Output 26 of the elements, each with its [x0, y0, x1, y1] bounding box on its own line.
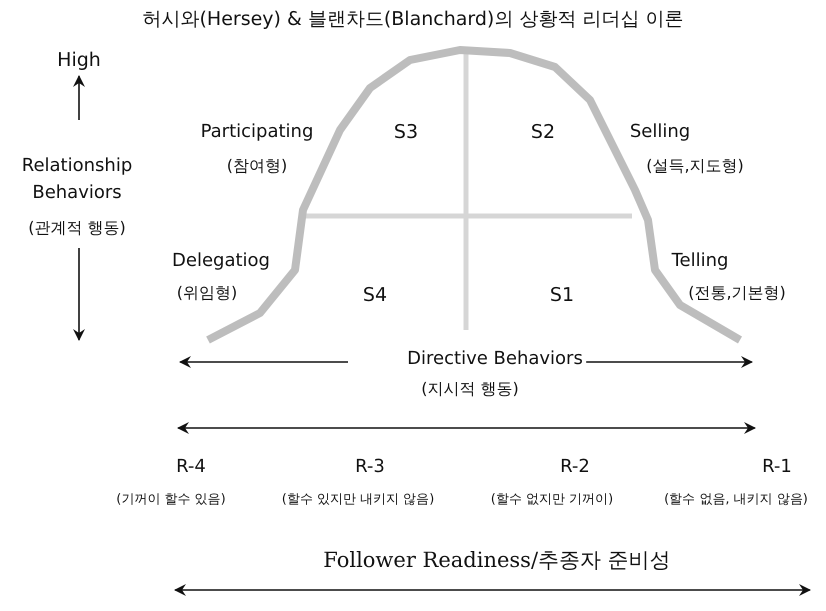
readiness-description: (할수 있지만 내키지 않음): [280, 491, 436, 509]
readiness-description: (기꺼이 할수 있음): [115, 491, 227, 509]
axis-label: (관계적 행동): [27, 217, 127, 239]
readiness-level: R-1: [761, 455, 793, 479]
readiness-description: (할수 없지만 기꺼이): [490, 491, 614, 509]
style-label: Selling: [628, 120, 692, 144]
quadrant-label: S1: [548, 283, 576, 308]
readiness-description: (할수 없음, 내키지 않음): [663, 491, 809, 509]
style-label: (위임형): [176, 282, 238, 304]
readiness-level: R-4: [175, 455, 207, 479]
quadrant-label: S2: [530, 120, 556, 145]
axis-label: Relationship Behaviors: [20, 154, 134, 205]
style-label: Participating: [200, 120, 314, 144]
quadrant-label: S3: [392, 120, 420, 145]
style-label: (설득,지도형): [645, 155, 745, 177]
style-label: (참여형): [226, 155, 288, 177]
title: 허시와(Hersey) & 블랜차드(Blanchard)의 상황적 리더십 이론: [142, 7, 684, 32]
axis-label: High: [56, 48, 102, 73]
axis-label: Follower Readiness/추종자 준비성: [322, 547, 672, 574]
style-label: Delegatiog: [171, 249, 271, 273]
style-label: Telling: [670, 249, 730, 273]
style-label: (전통,기본형): [687, 282, 787, 304]
axis-label: (지시적 행동): [420, 378, 520, 400]
quadrant-label: S4: [362, 283, 388, 308]
readiness-level: R-2: [559, 455, 591, 479]
readiness-level: R-3: [354, 455, 386, 479]
